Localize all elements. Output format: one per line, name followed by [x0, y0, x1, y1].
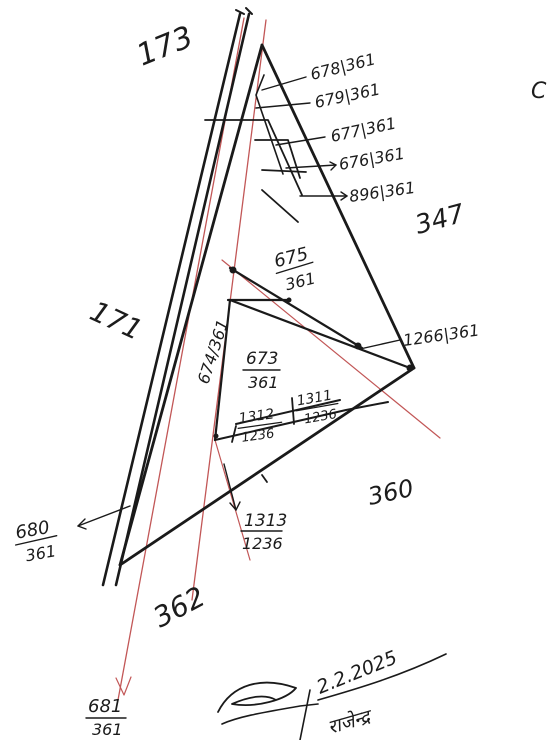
plot-679-line [255, 74, 284, 175]
fraction-675-bar [275, 261, 314, 275]
fraction-1311-bar [295, 402, 339, 412]
divider-1312-top [235, 399, 341, 425]
survey-point-4 [406, 364, 414, 372]
label-676: 676|361 [337, 144, 406, 174]
label-362: 362 [148, 580, 211, 634]
tick-360 [261, 474, 268, 483]
fraction-675: 675 361 [272, 243, 317, 294]
leader-680-arrowhead [77, 518, 87, 530]
fraction-681: 681 361 [85, 696, 127, 739]
leader-896-arrowhead [340, 191, 348, 201]
road-strip [101, 7, 253, 587]
fraction-1312: 1312 1236 [237, 406, 283, 446]
boundary-south [118, 366, 416, 567]
label-679: 679|361 [313, 80, 382, 112]
plot-896-line [261, 189, 299, 223]
divider-673-right [228, 298, 412, 370]
leader-676-arrowhead [329, 161, 337, 171]
fraction-681-den: 361 [92, 720, 123, 739]
edge-mark: C [531, 79, 547, 104]
fraction-1312-num: 1312 [238, 406, 276, 427]
label-677: 677|361 [329, 114, 398, 146]
leader-679 [255, 102, 311, 109]
leader-677 [275, 136, 326, 146]
fraction-1311-num: 1311 [296, 388, 334, 410]
label-171: 171 [85, 294, 147, 346]
signature-slash [299, 689, 311, 740]
signature-stroke [221, 703, 319, 725]
fraction-673-num: 673 [246, 349, 278, 369]
divider-673-left [213, 298, 232, 442]
fraction-675-den: 361 [283, 268, 317, 294]
boundary-east [260, 43, 416, 370]
plot-678-line [204, 119, 303, 196]
fraction-681-num: 681 [88, 696, 122, 717]
signature-block: 2.2.2025 राजेन्द्र [217, 647, 447, 740]
signature-date-underline [317, 653, 447, 701]
pencil-arrow-681 [115, 676, 132, 696]
fraction-1312-bar [237, 421, 283, 429]
fraction-673: 673 361 [242, 349, 281, 392]
road-line-outer [101, 12, 242, 587]
label-1266: 1266|361 [402, 320, 481, 349]
leader-1313-arrowhead [229, 501, 241, 511]
road-line-inner [114, 12, 251, 587]
label-173: 173 [132, 20, 198, 74]
fraction-1313: 1313 1236 [240, 511, 287, 553]
signature-name: राजेन्द्र [325, 704, 376, 739]
survey-point-1 [229, 266, 237, 274]
divider-1312-left [231, 425, 237, 443]
leader-678 [261, 76, 307, 91]
signature-loop [217, 681, 297, 713]
signature-date: 2.2.2025 [314, 647, 401, 699]
fraction-680: 680 361 [14, 517, 58, 565]
divider-1312-base [214, 401, 389, 441]
divider-1311-sep [291, 397, 295, 425]
fraction-675-num: 675 [272, 243, 310, 272]
fraction-labels: 675 361 673 361 1312 1236 1311 1236 1313… [14, 243, 339, 739]
survey-point-3 [354, 342, 362, 350]
survey-point-5 [213, 433, 219, 439]
fraction-680-den: 361 [24, 541, 57, 565]
pencil-line-lower [214, 439, 251, 561]
divider-675 [228, 266, 364, 350]
leader-1313 [223, 463, 237, 511]
sub-division-lines [204, 74, 414, 483]
fraction-680-num: 680 [14, 517, 51, 544]
leader-lines [77, 76, 401, 530]
label-674: 674/361 [194, 317, 233, 386]
plot-677-box [254, 139, 301, 179]
label-896: 896|361 [348, 178, 416, 206]
plot-boundary [118, 43, 416, 567]
road-line-tip [235, 7, 253, 15]
pencil-line-left [117, 17, 245, 701]
leader-680 [77, 505, 131, 527]
fraction-680-bar [14, 535, 58, 546]
leader-1266 [359, 339, 401, 350]
label-360: 360 [365, 474, 416, 511]
leader-676 [285, 164, 337, 169]
boundary-west [118, 43, 264, 567]
fraction-1312-den: 1236 [240, 426, 275, 445]
fraction-1311-den: 1236 [303, 407, 338, 428]
fraction-1313-num: 1313 [244, 511, 287, 531]
label-347: 347 [412, 199, 468, 241]
pencil-line-diagonal [221, 259, 441, 439]
label-678: 678|361 [308, 49, 377, 84]
plot-676-line [261, 169, 307, 173]
survey-point-2 [286, 297, 292, 303]
fraction-673-den: 361 [248, 373, 279, 392]
fraction-1311: 1311 1236 [295, 388, 339, 428]
pencil-lines [115, 17, 441, 701]
fraction-1313-den: 1236 [242, 534, 283, 553]
